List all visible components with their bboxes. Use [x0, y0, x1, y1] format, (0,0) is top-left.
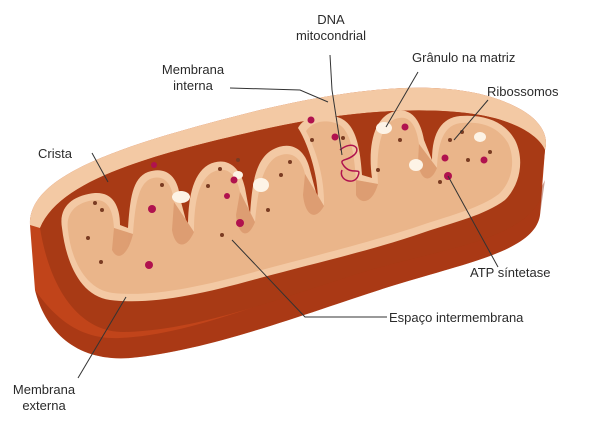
label-crista: Crista — [38, 146, 72, 162]
label-membrana-interna-line1: Membrana — [156, 62, 230, 78]
label-membrana-externa-line2: externa — [6, 398, 82, 414]
label-atp-sintetase: ATP síntetase — [470, 265, 550, 281]
label-espaco-intermembrana: Espaço intermembrana — [389, 310, 523, 326]
label-dna-mitocondrial: DNA mitocondrial — [290, 12, 372, 44]
label-granulo-na-matriz: Grânulo na matriz — [412, 50, 515, 66]
label-membrana-externa-line1: Membrana — [6, 382, 82, 398]
label-ribossomos: Ribossomos — [487, 84, 559, 100]
label-membrana-interna-line2: interna — [156, 78, 230, 94]
label-dna-line2: mitocondrial — [290, 28, 372, 44]
label-dna-line1: DNA — [290, 12, 372, 28]
label-membrana-externa: Membrana externa — [6, 382, 82, 414]
label-membrana-interna: Membrana interna — [156, 62, 230, 94]
